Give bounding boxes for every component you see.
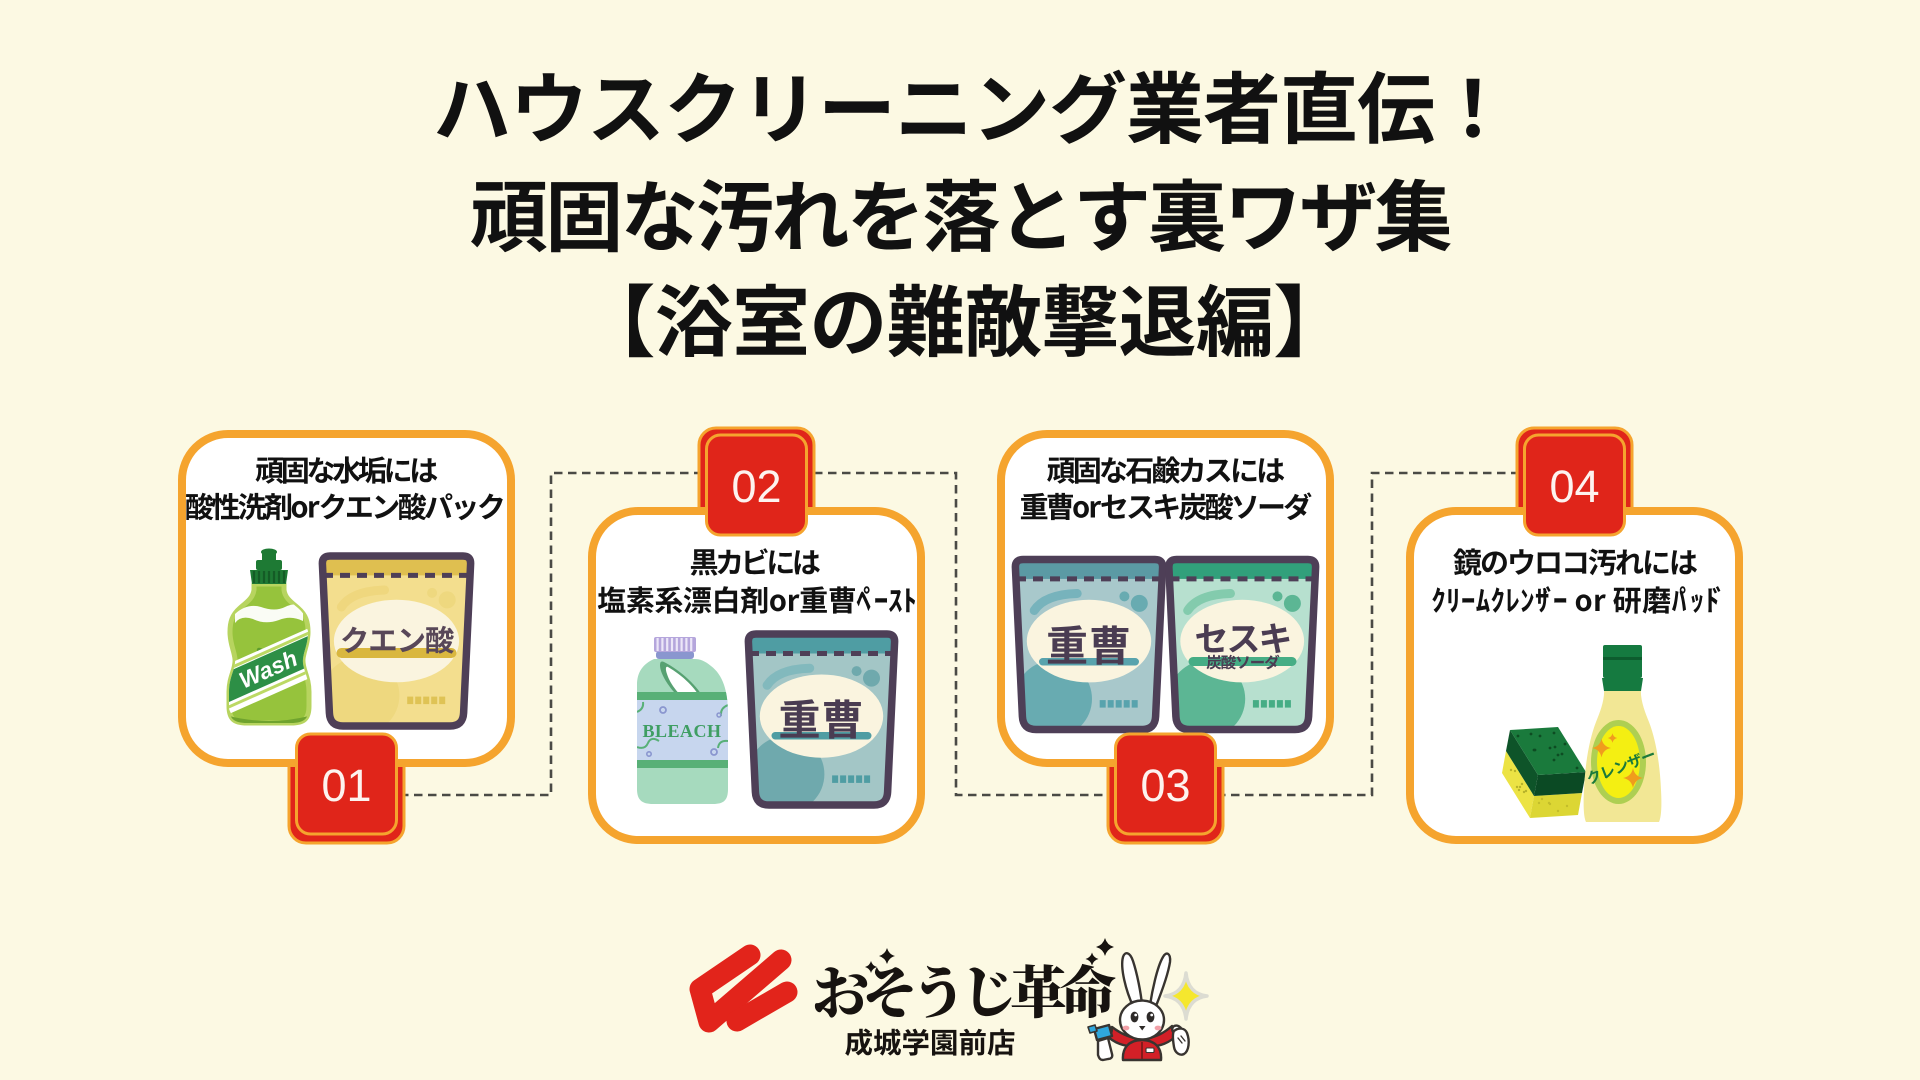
svg-text:02: 02 xyxy=(731,461,781,512)
svg-text:BLEACH: BLEACH xyxy=(642,721,721,741)
svg-text:04: 04 xyxy=(1549,461,1599,512)
svg-text:03: 03 xyxy=(1140,760,1190,811)
svg-text:01: 01 xyxy=(321,760,371,811)
